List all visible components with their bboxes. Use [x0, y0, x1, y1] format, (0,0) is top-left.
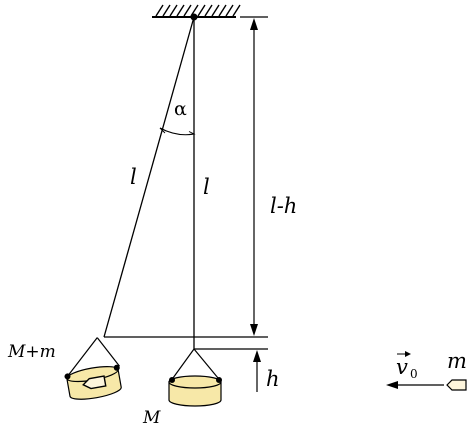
ceiling-hatch-line: [155, 4, 164, 17]
h-arrow-up: [253, 350, 261, 362]
ceiling-hatch-line: [169, 4, 178, 17]
ceiling-hatch-line: [183, 4, 192, 17]
velocity-vector-mark: [397, 351, 411, 357]
block-m-rest: [168, 348, 222, 407]
length-left-label: l: [130, 165, 137, 189]
l-h-arrow-up: [250, 18, 258, 30]
block-m-plus-m-deflected: [64, 337, 122, 400]
length-right-label: l: [203, 175, 210, 199]
l-minus-h-label: l-h: [270, 194, 297, 218]
embedded-bullet: [82, 375, 107, 390]
block-mass-label: M: [142, 408, 161, 428]
ceiling-hatch-line: [204, 4, 213, 17]
velocity-subscript: 0: [410, 367, 418, 381]
incoming-bullet: [386, 379, 467, 391]
ceiling-hatch-line: [176, 4, 185, 17]
ceiling-hatch-line: [162, 4, 171, 17]
ceiling-hatch-line: [211, 4, 220, 17]
ceiling-hatch-line: [218, 4, 227, 17]
h-label: h: [266, 367, 280, 391]
combined-mass-label: M+m: [7, 342, 56, 362]
ceiling-hatch-line: [225, 4, 234, 17]
string-deflected: [103, 16, 195, 338]
alpha-label: α: [174, 98, 187, 120]
velocity-label: v: [396, 355, 408, 379]
ceiling-hatch-line: [197, 4, 206, 17]
l-h-arrow-down: [250, 324, 258, 336]
angle-arc: [159, 127, 195, 136]
bullet-mass-label: m: [447, 349, 467, 373]
ceiling-hatch-line: [232, 4, 241, 17]
